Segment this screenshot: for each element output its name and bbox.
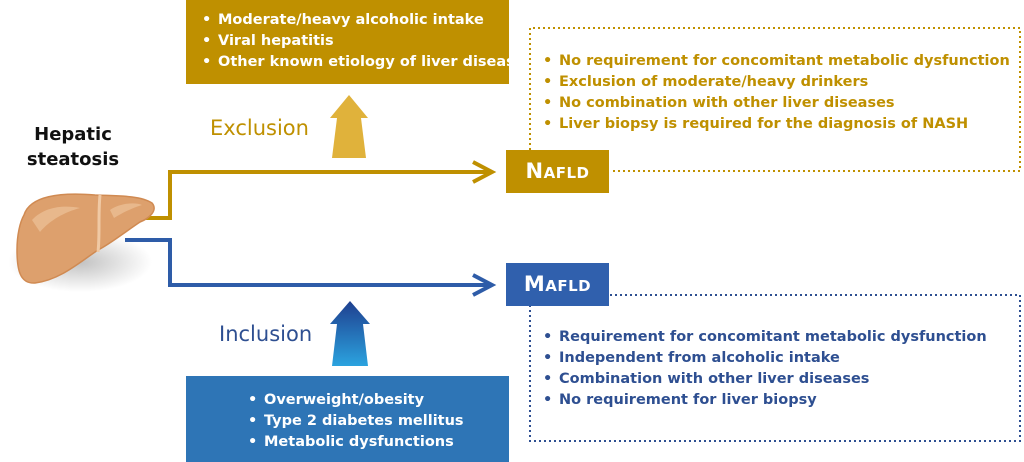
inclusion-criterion: Overweight/obesity [248, 390, 509, 411]
inclusion-criterion: Type 2 diabetes mellitus [248, 411, 509, 432]
mafld-feature: Independent from alcoholic intake [543, 348, 987, 369]
mafld-arrow [125, 238, 497, 297]
nafld-features: No requirement for concomitant metabolic… [543, 51, 1010, 135]
nafld-feature: Liver biopsy is required for the diagnos… [543, 114, 1010, 135]
exclusion-criterion: Viral hepatitis [202, 31, 509, 52]
exclusion-label: Exclusion [210, 116, 309, 140]
nafld-feature: No combination with other liver diseases [543, 93, 1010, 114]
exclusion-up-arrow [330, 95, 368, 158]
mafld-feature: No requirement for liver biopsy [543, 390, 987, 411]
exclusion-criteria-box: Moderate/heavy alcoholic intake Viral he… [186, 0, 525, 84]
inclusion-up-arrow [330, 301, 370, 366]
exclusion-criterion: Other known etiology of liver disease [202, 52, 525, 73]
mafld-feature: Combination with other liver diseases [543, 369, 987, 390]
nafld-label-box: NAFLD [506, 150, 609, 193]
mafld-rest: AFLD [545, 277, 592, 295]
mafld-label-box: MAFLD [506, 263, 609, 306]
nafld-feature: No requirement for concomitant metabolic… [543, 51, 1010, 72]
hepatic-steatosis-title: Hepatic steatosis [26, 124, 120, 170]
nafld-rest: AFLD [543, 164, 590, 182]
mafld-dotted-box [529, 294, 1021, 442]
mafld-features: Requirement for concomitant metabolic dy… [543, 327, 987, 411]
inclusion-criterion: Metabolic dysfunctions [248, 432, 509, 453]
inclusion-criteria-box: Overweight/obesity Type 2 diabetes melli… [186, 376, 509, 462]
nafld-feature: Exclusion of moderate/heavy drinkers [543, 72, 1010, 93]
exclusion-criterion: Moderate/heavy alcoholic intake [202, 10, 509, 31]
liver-icon [8, 193, 155, 292]
mafld-feature: Requirement for concomitant metabolic dy… [543, 327, 987, 348]
nafld-arrow [145, 160, 497, 220]
nafld-dotted-box [529, 27, 1021, 172]
mafld-initial: M [523, 272, 546, 296]
nafld-initial: N [525, 159, 544, 183]
inclusion-label: Inclusion [219, 322, 313, 346]
